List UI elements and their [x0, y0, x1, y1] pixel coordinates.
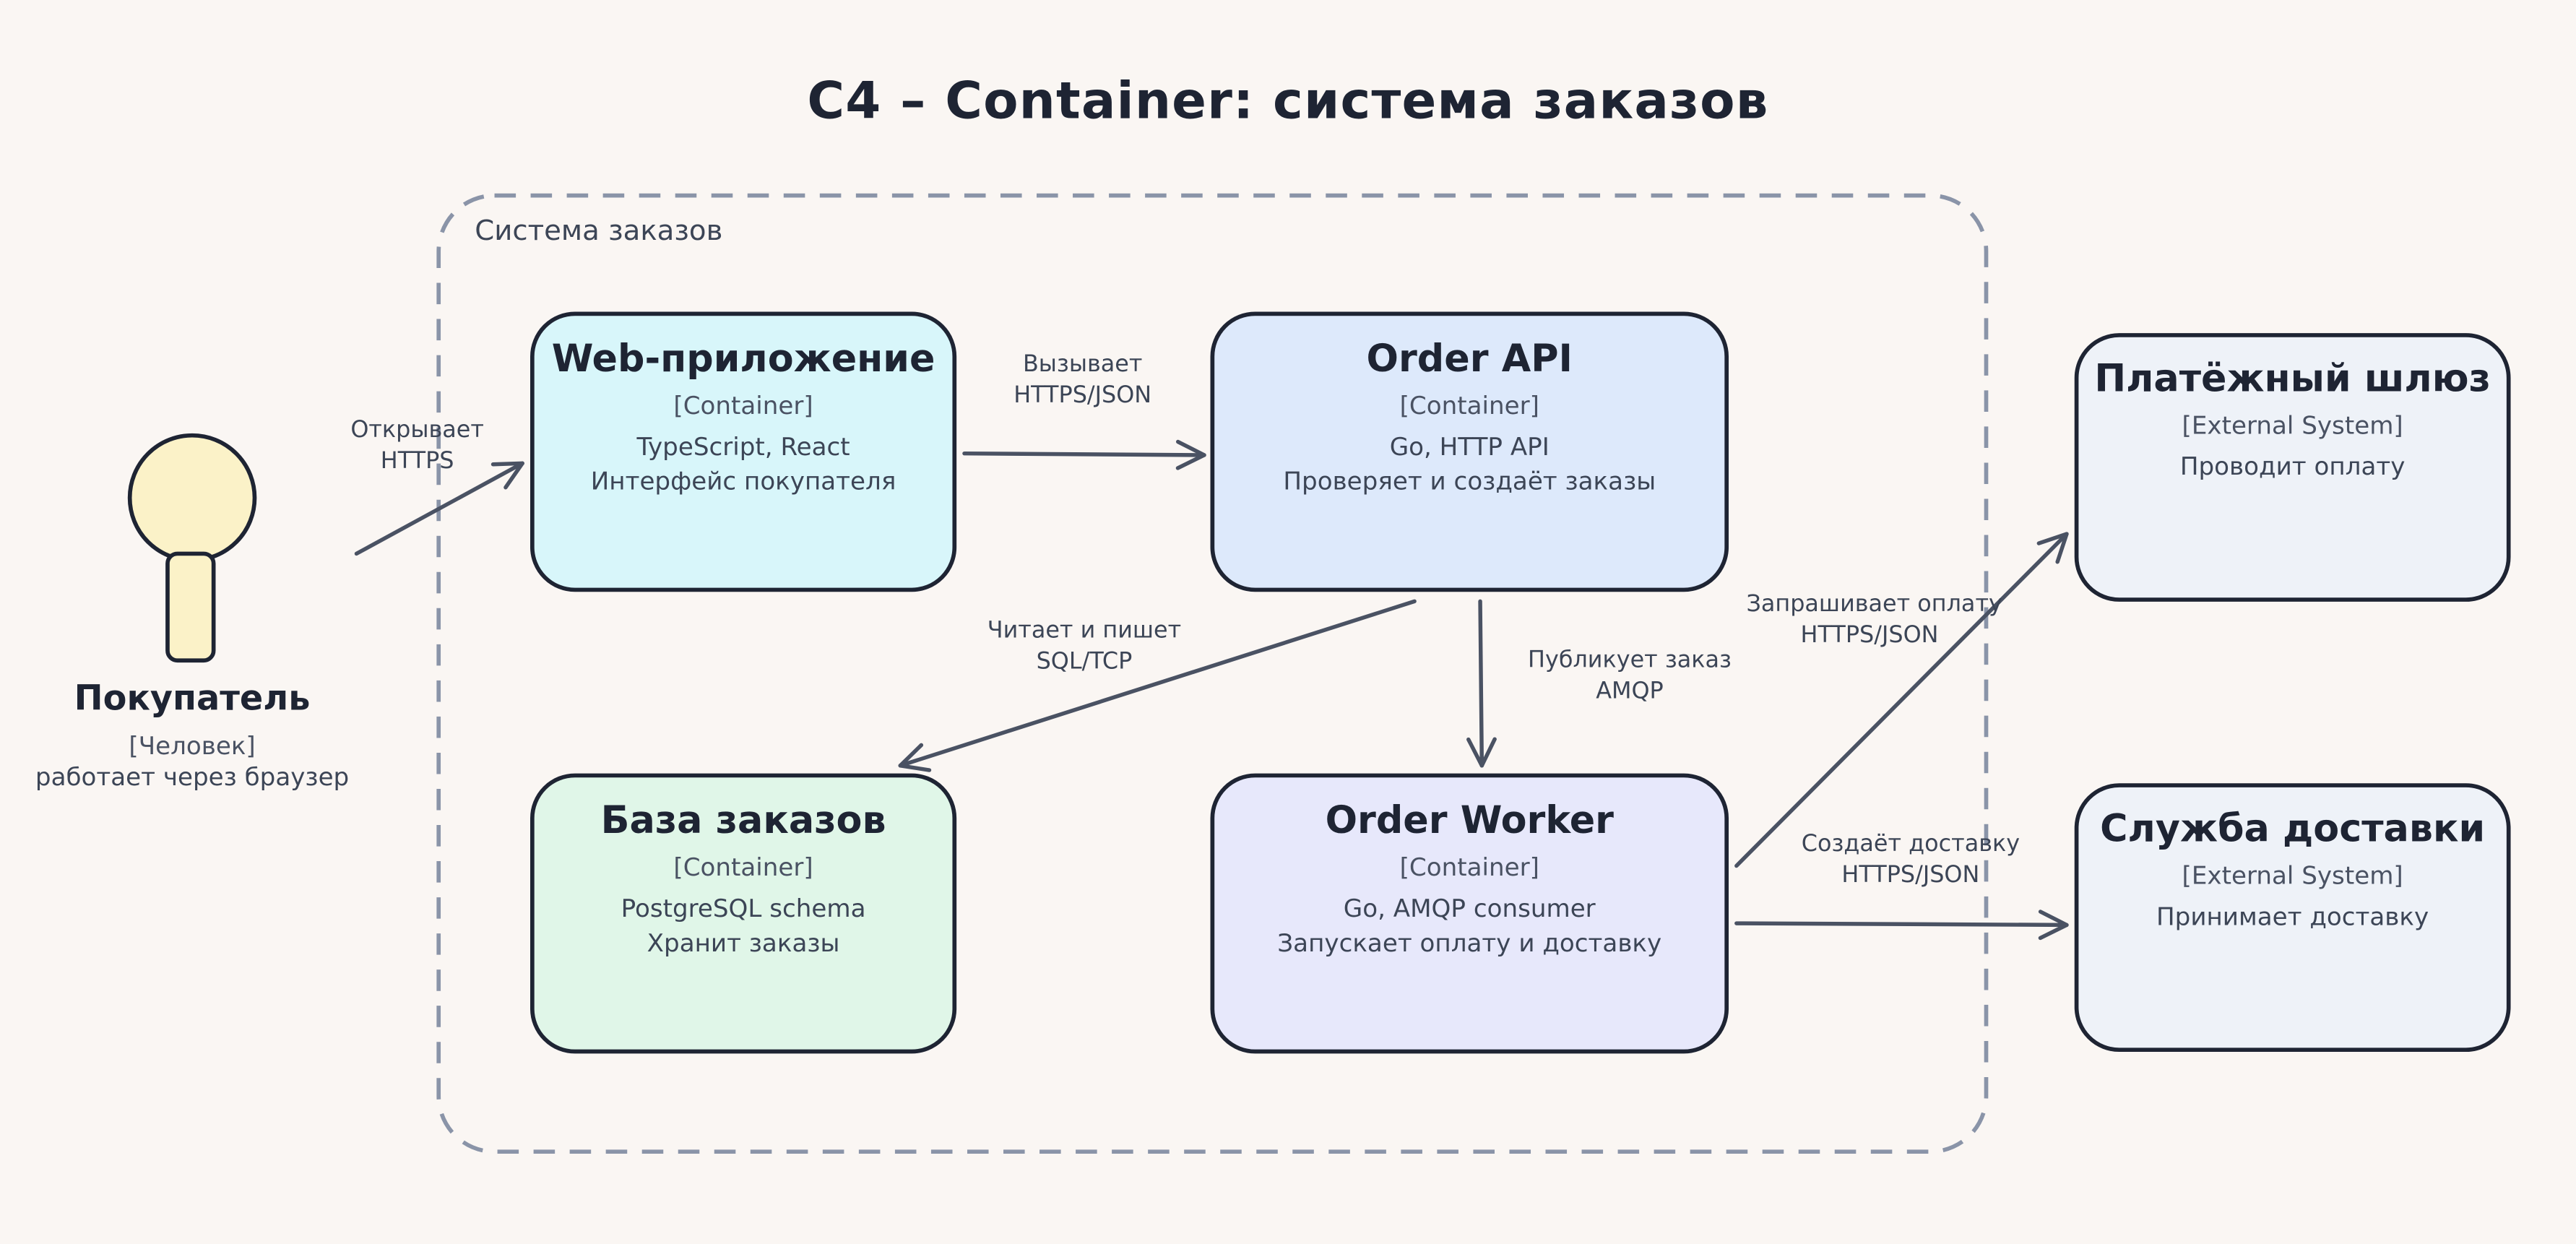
- arrow-deliver: [1734, 910, 2069, 941]
- order-api-tech: Go, HTTP API: [1389, 432, 1550, 462]
- delivery-service-text: Служба доставки [External System] Приним…: [2077, 808, 2509, 935]
- edge-deliver-label: Создаёт доставку: [1801, 831, 2020, 858]
- orders-db-stereotype: [Container]: [673, 852, 813, 883]
- payment-gateway-stereotype: [External System]: [2182, 410, 2403, 441]
- person-name: Покупатель: [74, 678, 311, 718]
- person-description: работает через браузер: [35, 762, 350, 792]
- edge-opens-tech: HTTPS: [380, 448, 454, 475]
- edge-pay-label: Запрашивает оплату: [1746, 591, 2002, 618]
- edge-label-pay: Запрашивает оплату HTTPS/JSON: [1730, 589, 2010, 652]
- order-api-stereotype: [Container]: [1399, 391, 1539, 421]
- order-worker-stereotype: [Container]: [1399, 852, 1539, 883]
- arrow-calls: [962, 439, 1206, 470]
- person-body: [165, 551, 216, 663]
- edge-publishes-label: Публикует заказ: [1528, 647, 1732, 674]
- edge-label-calls: Вызывает HTTPS/JSON: [968, 350, 1198, 412]
- order-worker-box[interactable]: [1210, 773, 1729, 1054]
- order-api-text: Order API [Container] Go, HTTP API Прове…: [1212, 338, 1726, 499]
- edge-reads-label: Читает и пишет: [987, 618, 1182, 644]
- order-api-box[interactable]: [1210, 311, 1729, 592]
- edge-label-publishes: Публикует заказ AMQP: [1506, 646, 1752, 708]
- person-figure: [127, 433, 257, 663]
- order-worker-title: Order Worker: [1325, 800, 1614, 843]
- web-app-box[interactable]: [530, 311, 957, 592]
- edge-publishes-tech: AMQP: [1596, 678, 1664, 705]
- diagram-title: C4 – Container: система заказов: [807, 72, 1769, 131]
- delivery-service-stereotype: [External System]: [2182, 860, 2403, 891]
- edge-pay-tech: HTTPS/JSON: [1800, 622, 1939, 649]
- arrow-opens: [354, 461, 524, 556]
- payment-gateway-text: Платёжный шлюз [External System] Проводи…: [2077, 358, 2509, 485]
- edge-calls-label: Вызывает: [1022, 351, 1143, 379]
- edge-calls-tech: HTTPS/JSON: [1013, 382, 1152, 410]
- payment-gateway-title: Платёжный шлюз: [2094, 358, 2491, 401]
- arrow-pay: [1734, 532, 2069, 868]
- order-api-description: Проверяет и создаёт заказы: [1283, 466, 1656, 496]
- edge-label-opens: Открывает HTTPS: [319, 415, 516, 478]
- orders-db-title: База заказов: [600, 800, 886, 843]
- delivery-service-description: Принимает доставку: [2156, 902, 2429, 932]
- orders-db-tech: PostgreSQL schema: [621, 894, 866, 924]
- person-head: [127, 433, 257, 563]
- payment-gateway-box[interactable]: [2074, 333, 2511, 602]
- order-api-title: Order API: [1366, 338, 1573, 381]
- arrow-reads-writes: [898, 599, 1417, 772]
- order-worker-tech: Go, AMQP consumer: [1343, 894, 1596, 924]
- edge-deliver-tech: HTTPS/JSON: [1841, 862, 1980, 889]
- web-app-title: Web-приложение: [551, 338, 935, 381]
- order-worker-description: Запускает оплату и доставку: [1277, 928, 1662, 958]
- orders-db-box[interactable]: [530, 773, 957, 1054]
- payment-gateway-description: Проводит оплату: [2179, 452, 2406, 482]
- boundary-label: Система заказов: [475, 215, 723, 249]
- edge-label-reads: Читает и пишет SQL/TCP: [961, 616, 1207, 678]
- edge-label-deliver: Создаёт доставку HTTPS/JSON: [1787, 829, 2033, 891]
- web-app-description: Интерфейс покупателя: [590, 466, 896, 496]
- edge-opens-label: Открывает: [350, 417, 484, 444]
- person-stereotype: [Человек]: [129, 731, 256, 761]
- delivery-service-box[interactable]: [2074, 783, 2511, 1053]
- web-app-tech: TypeScript, React: [636, 432, 850, 462]
- orders-db-text: База заказов [Container] PostgreSQL sche…: [532, 800, 954, 962]
- web-app-text: Web-приложение [Container] TypeScript, R…: [532, 338, 954, 499]
- edge-reads-tech: SQL/TCP: [1036, 649, 1133, 675]
- arrow-publishes: [1466, 599, 1497, 768]
- person-label: Покупатель [Человек] работает через брау…: [0, 678, 384, 795]
- web-app-stereotype: [Container]: [673, 391, 813, 421]
- order-worker-text: Order Worker [Container] Go, AMQP consum…: [1212, 800, 1726, 962]
- orders-db-description: Хранит заказы: [647, 928, 840, 958]
- delivery-service-title: Служба доставки: [2100, 808, 2486, 852]
